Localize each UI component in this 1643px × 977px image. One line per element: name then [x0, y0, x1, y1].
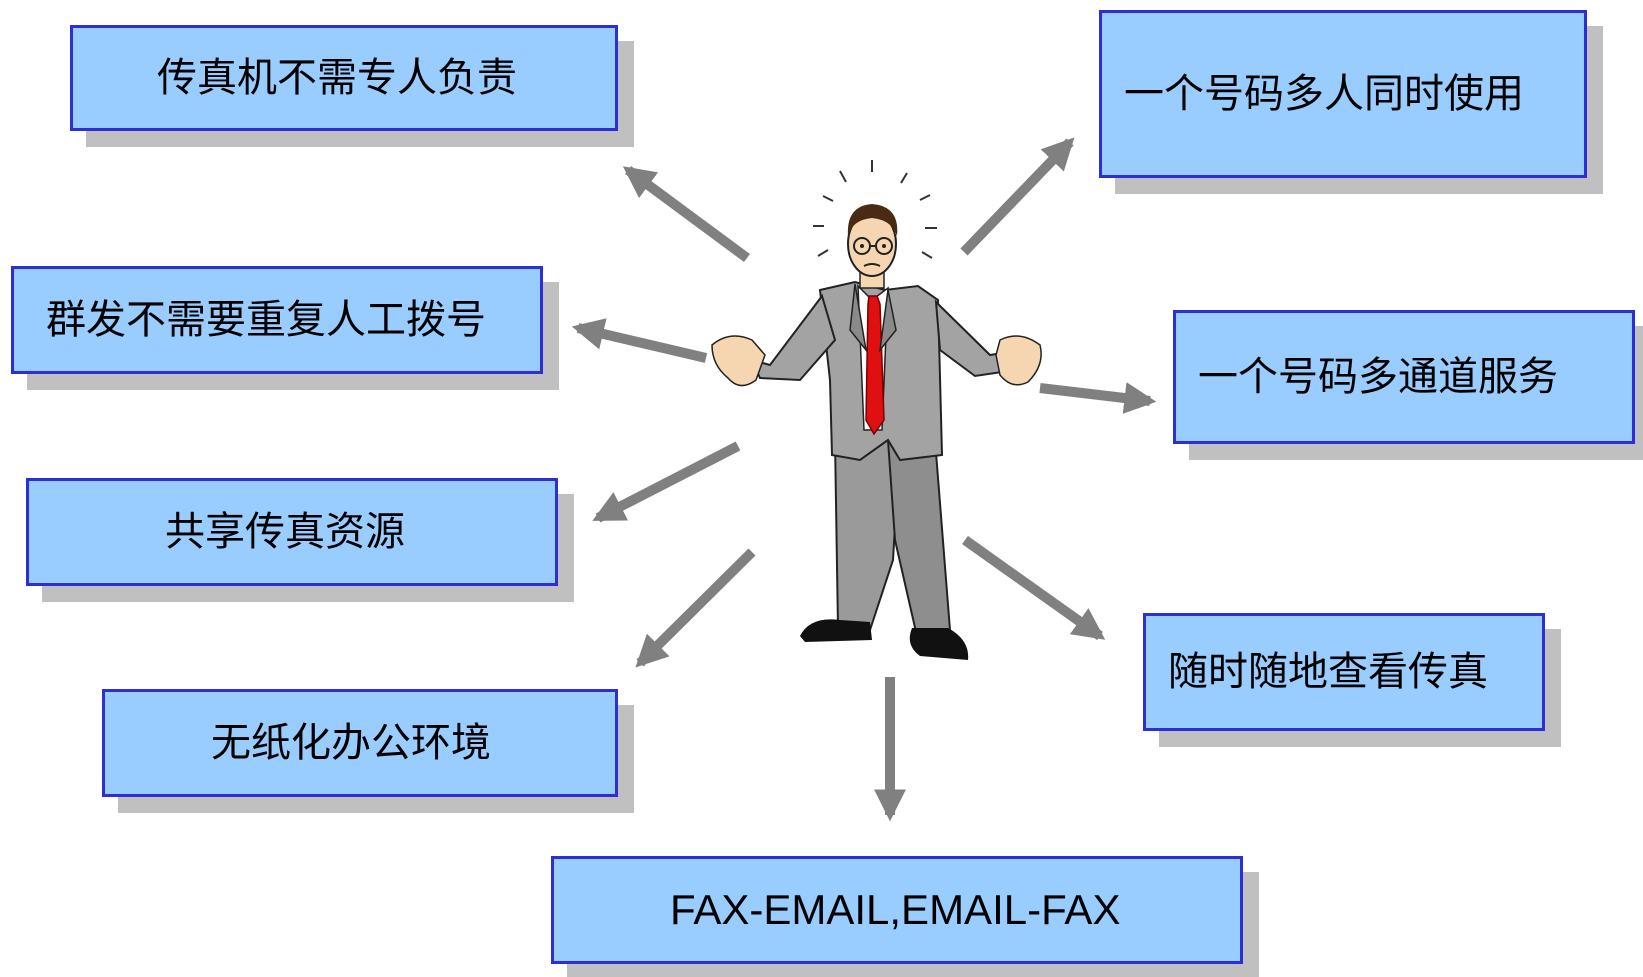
box-fax-email: FAX-EMAIL,EMAIL-FAX: [551, 856, 1243, 964]
box-label: 一个号码多通道服务: [1198, 354, 1558, 400]
box-label: 无纸化办公环境: [211, 720, 491, 766]
arrow-to-share-fax: [592, 441, 741, 523]
box-fax-no-staff: 传真机不需专人负责: [70, 25, 618, 131]
box-broadcast-no-redial: 群发不需要重复人工拨号: [11, 266, 543, 374]
arrow-to-broadcast: [571, 318, 708, 363]
box-view-anywhere: 随时随地查看传真: [1143, 613, 1545, 731]
arrow-to-view-anywhere: [962, 535, 1106, 641]
stress-lines: [813, 160, 937, 259]
arrow-to-fax-no-staff: [622, 165, 750, 263]
box-label: 传真机不需专人负责: [157, 55, 517, 101]
box-label: 随时随地查看传真: [1168, 649, 1488, 695]
box-label: 共享传真资源: [165, 509, 405, 555]
box-label: 一个号码多人同时使用: [1124, 71, 1524, 117]
box-one-number-multi-channel: 一个号码多通道服务: [1173, 310, 1635, 444]
arrow-to-paperless: [635, 548, 756, 668]
box-one-number-multi-user: 一个号码多人同时使用: [1099, 10, 1587, 178]
box-label: FAX-EMAIL,EMAIL-FAX: [670, 886, 1121, 933]
arrow-to-one-number-multi-user: [960, 137, 1075, 256]
arrow-to-multi-channel: [1039, 382, 1157, 414]
box-label: 群发不需要重复人工拨号: [46, 297, 486, 343]
box-paperless: 无纸化办公环境: [102, 689, 618, 797]
box-share-fax: 共享传真资源: [26, 478, 558, 586]
